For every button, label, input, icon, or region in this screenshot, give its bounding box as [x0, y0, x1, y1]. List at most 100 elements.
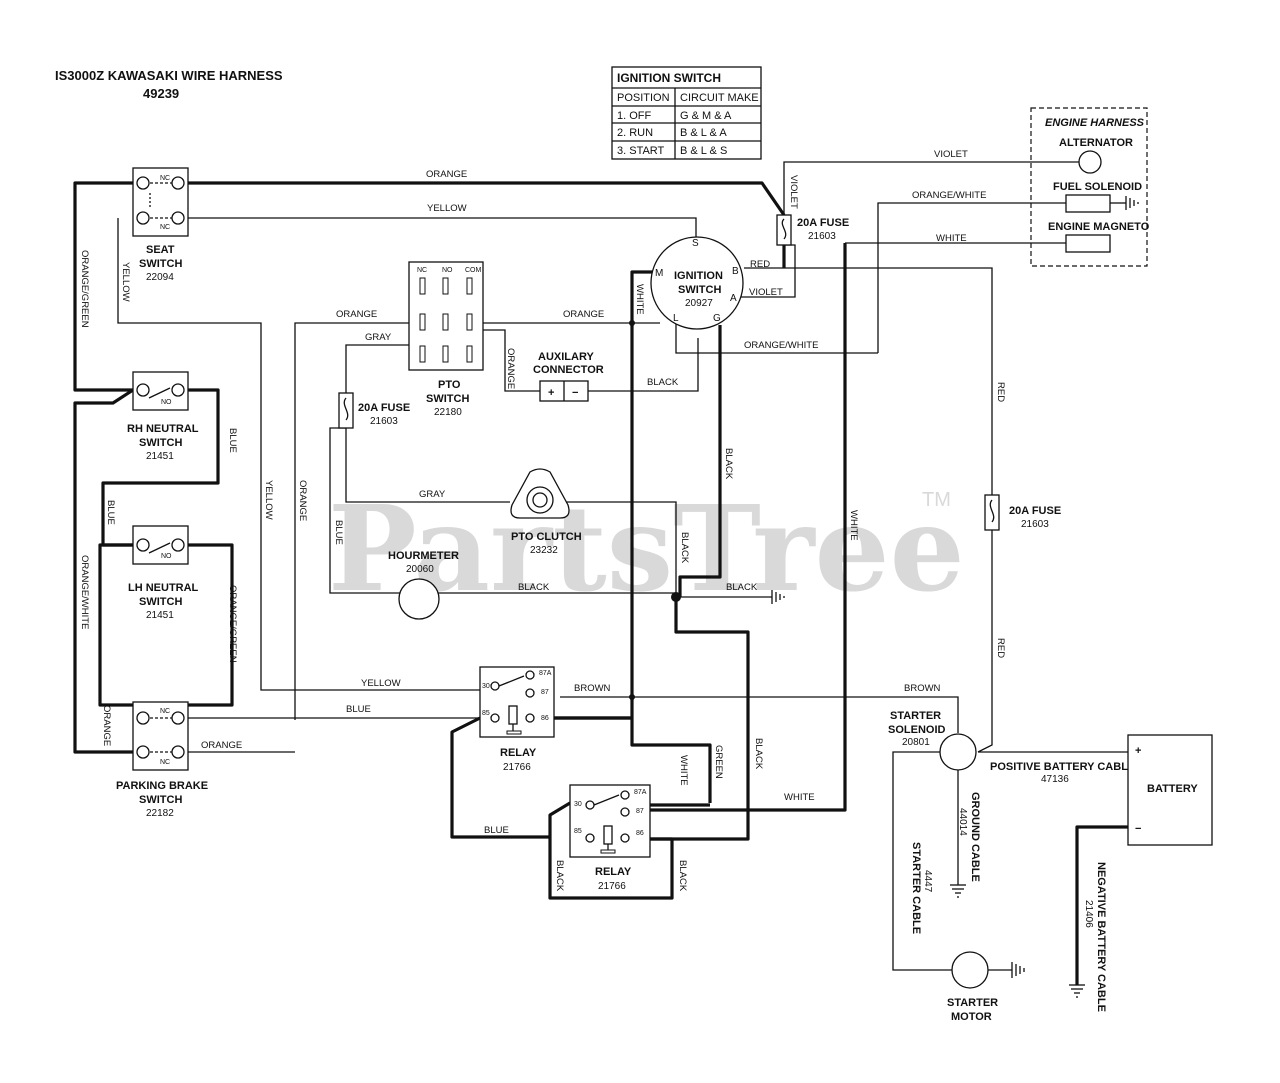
pto-name1: PTO: [438, 379, 461, 391]
table-title: IGNITION SWITCH: [617, 71, 721, 85]
solenoid-name1: STARTER: [890, 710, 941, 722]
pb-name2: SWITCH: [139, 794, 182, 806]
fuse-right-name: 20A FUSE: [1009, 505, 1061, 517]
wire-label: BLACK: [554, 860, 565, 892]
wire-label: YELLOW: [427, 203, 467, 214]
table-cell: 2. RUN: [617, 127, 653, 139]
pto-clutch-name: PTO CLUTCH: [511, 531, 582, 543]
ground-icon: [1069, 984, 1085, 998]
starter-motor-name2: MOTOR: [951, 1011, 992, 1023]
engine-harness-title: ENGINE HARNESS: [1045, 117, 1145, 129]
wire-label: WHITE: [634, 284, 645, 315]
parking-brake-switch: NC NC PARKING BRAKE SWITCH 22182: [116, 701, 208, 819]
r1-30: 30: [482, 683, 490, 690]
r2-87: 87: [636, 808, 644, 815]
table-cell: 1. OFF: [617, 110, 652, 122]
r2-86: 86: [636, 830, 644, 837]
wire-label: BROWN: [574, 683, 611, 694]
ground-symbols: [771, 590, 1085, 998]
wire-label: RED: [995, 382, 1006, 402]
wire-label: GRAY: [419, 489, 446, 500]
pto-switch: NC NO COM PTO SWITCH 22180: [408, 261, 484, 418]
wire-label: BLUE: [346, 704, 371, 715]
diagram-part-number: 49239: [143, 86, 179, 101]
starter-solenoid: STARTER SOLENOID 20801: [888, 710, 977, 771]
lh-name1: LH NEUTRAL: [128, 582, 199, 594]
wire-label: VIOLET: [749, 287, 783, 298]
wire-label: WHITE: [784, 792, 815, 803]
table-cell: 3. START: [617, 145, 665, 157]
solenoid-name2: SOLENOID: [888, 724, 946, 736]
negative-cable-name: NEGATIVE BATTERY CABLE: [1095, 862, 1107, 1012]
thin-wires: [117, 161, 1128, 971]
pb-name1: PARKING BRAKE: [116, 780, 208, 792]
pto-clutch: PTO CLUTCH 23232: [510, 468, 582, 556]
fuse-top-part: 21603: [808, 231, 836, 242]
pto-com: COM: [465, 267, 482, 274]
wire-label: WHITE: [678, 755, 689, 786]
pb-nc2: NC: [160, 759, 170, 766]
fuse-left: 20A FUSE 21603: [338, 392, 410, 429]
wire-label: ORANGE/WHITE: [744, 340, 818, 351]
rh-neutral-switch: NO RH NEUTRAL SWITCH 21451: [127, 371, 199, 462]
alternator-symbol: [1078, 150, 1102, 174]
r2-30: 30: [574, 801, 582, 808]
wire-label: BLACK: [679, 532, 690, 564]
seat-switch: NC NC SEAT SWITCH 22094: [132, 167, 189, 283]
positive-cable-part: 47136: [1041, 774, 1069, 785]
positive-cable-name: POSITIVE BATTERY CABLE: [990, 761, 1135, 773]
lh-part: 21451: [146, 610, 174, 621]
seat-nc1: NC: [160, 175, 170, 182]
ign-l: L: [673, 313, 679, 324]
ground-icon: [1011, 962, 1025, 978]
alternator-label: ALTERNATOR: [1059, 137, 1133, 149]
aux-name1: AUXILARY: [538, 351, 594, 363]
negative-cable: NEGATIVE BATTERY CABLE 21406: [1083, 862, 1107, 1012]
starter-motor-name1: STARTER: [947, 997, 998, 1009]
starter-cable-name: STARTER CABLE: [910, 842, 922, 934]
junctions: [629, 320, 681, 700]
pto-part: 22180: [434, 407, 462, 418]
table-header-position: POSITION: [617, 92, 670, 104]
ign-b: B: [732, 266, 739, 277]
rh-name1: RH NEUTRAL: [127, 423, 199, 435]
seat-nc2: NC: [160, 224, 170, 231]
wire-label: ORANGE: [505, 348, 516, 389]
diagram-title: IS3000Z KAWASAKI WIRE HARNESS: [55, 68, 283, 83]
relay-1: 30 87A 87 85 86 RELAY 21766: [479, 666, 555, 773]
engine-harness: ENGINE HARNESS ALTERNATOR FUEL SOLENOID …: [1030, 107, 1150, 267]
wire-label: YELLOW: [361, 678, 401, 689]
pb-part: 22182: [146, 808, 174, 819]
ignition-switch-table: IGNITION SWITCH POSITION CIRCUIT MAKE 1.…: [611, 66, 762, 160]
hourmeter-part: 20060: [406, 564, 434, 575]
ign-part: 20927: [685, 298, 713, 309]
wire-label: BLUE: [105, 500, 116, 525]
negative-cable-part: 21406: [1083, 900, 1094, 928]
pto-name2: SWITCH: [426, 393, 469, 405]
fuel-solenoid-symbol: [1065, 194, 1111, 213]
wire-label: ORANGE: [297, 480, 308, 521]
rh-part: 21451: [146, 451, 174, 462]
wire-label: VIOLET: [788, 175, 799, 209]
fuse-left-name: 20A FUSE: [358, 402, 410, 414]
wire-label: BLACK: [677, 860, 688, 892]
wire-label: ORANGE: [426, 169, 467, 180]
battery-name: BATTERY: [1147, 783, 1198, 795]
wire-label: VIOLET: [934, 149, 968, 160]
ground-cable-name: GROUND CABLE: [969, 792, 981, 882]
table-header-circuit: CIRCUIT MAKE: [680, 92, 759, 104]
fuel-solenoid-label: FUEL SOLENOID: [1053, 181, 1142, 193]
table-cell: B & L & S: [680, 145, 727, 157]
relay2-part: 21766: [598, 881, 626, 892]
ign-name1: IGNITION: [674, 270, 723, 282]
wire-label: ORANGE: [336, 309, 377, 320]
r1-87: 87: [541, 689, 549, 696]
battery: + − BATTERY: [1127, 734, 1213, 846]
r2-87a: 87A: [634, 789, 647, 796]
relay1-part: 21766: [503, 762, 531, 773]
pto-clutch-part: 23232: [530, 545, 558, 556]
wire-label: BLACK: [518, 582, 550, 593]
table-cell: G & M & A: [680, 110, 732, 122]
ign-name2: SWITCH: [678, 284, 721, 296]
